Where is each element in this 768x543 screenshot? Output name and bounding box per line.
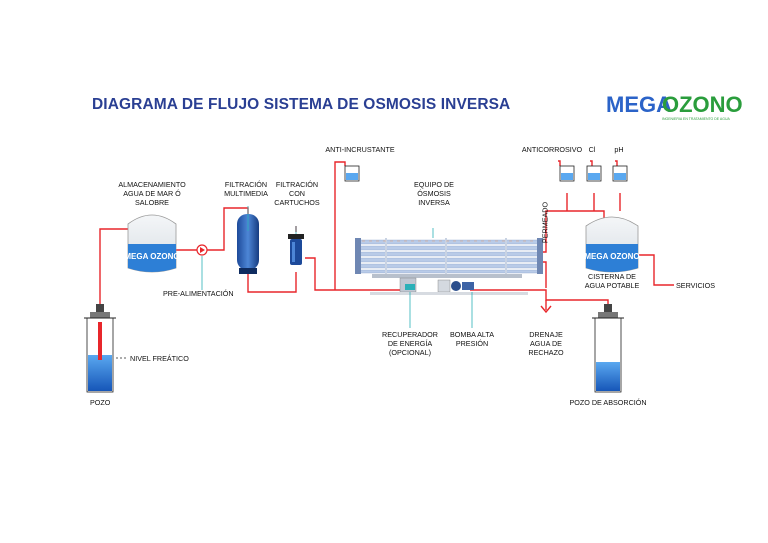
multimedia-filter: [237, 206, 259, 274]
label-high-pressure-pump: BOMBA ALTA PRESIÓN: [449, 330, 495, 348]
label-energy-recovery: RECUPERADOR DE ENERGÍA (OPCIONAL): [382, 330, 438, 357]
pipe-to-services: [638, 254, 674, 286]
label-chlorine: Cl: [588, 145, 596, 154]
drain-arrow: [540, 305, 552, 314]
logo-mega-text: MEGA: [606, 92, 672, 117]
label-permeate: PERMEADO: [540, 201, 550, 244]
pipe-chem-ph-top: [615, 160, 618, 166]
pipe-chem-anti-top: [558, 160, 561, 166]
potable-water-tank: MEGA OZONO: [584, 216, 640, 273]
label-ph: pH: [614, 145, 624, 154]
cartridge-filter: [288, 226, 304, 265]
label-absorption-well: POZO DE ABSORCIÓN: [569, 398, 647, 407]
cistern-logo-text: MEGA OZONO: [584, 252, 639, 261]
logo-tagline: INGENIERIA EN TRATAMIENTO DE AGUA: [662, 117, 730, 121]
diagram-title: DIAGRAMA DE FLUJO SISTEMA DE OSMOSIS INV…: [92, 96, 511, 113]
pipe-well-to-tank: [99, 228, 128, 318]
well: [84, 304, 128, 393]
ph-tank: [612, 165, 628, 182]
label-cartridge-filtration: FILTRACIÓN CON CARTUCHOS: [274, 180, 320, 207]
label-water-table: NIVEL FREÁTICO: [130, 354, 189, 363]
antiscalant-tank: [344, 165, 360, 182]
pre-feed-pump: [196, 244, 208, 290]
pipe-multimedia-to-cartridge: [247, 272, 297, 293]
label-antiscalant: ANTI-INCRUSTANTE: [325, 145, 395, 154]
label-storage: ALMACENAMIENTO AGUA DE MAR Ó SALOBRE: [118, 180, 186, 207]
label-pre-feed: PRE-ALIMENTACIÓN: [163, 289, 234, 298]
logo-ozono-text: OZONO: [662, 92, 743, 117]
megaozono-logo: MEGA OZONO INGENIERIA EN TRATAMIENTO DE …: [606, 92, 743, 128]
label-multimedia-filtration: FILTRACIÓN MULTIMEDIA: [224, 180, 268, 198]
label-well: POZO: [90, 398, 111, 407]
label-potable-cistern: CISTERNA DE AGUA POTABLE: [584, 272, 640, 290]
pipe-cartridge-to-ro: [305, 257, 414, 291]
pipe-permeate: [542, 210, 605, 253]
label-anticorrosive: ANTICORROSIVO: [521, 145, 583, 154]
tank-logo-text: MEGA OZONO: [124, 252, 179, 261]
storage-tank: MEGA OZONO: [124, 214, 180, 273]
anticorrosive-tank: [559, 165, 575, 182]
absorption-well: [592, 304, 624, 393]
label-reject-drain: DRENAJE AGUA DE RECHAZO: [528, 330, 564, 357]
pipe-antiscalant: [334, 161, 346, 290]
label-ro-equipment: EQUIPO DE ÓSMOSIS INVERSA: [414, 180, 454, 207]
label-services: SERVICIOS: [676, 281, 716, 290]
pipe-chem-cl-top: [590, 160, 593, 166]
ro-system: [355, 228, 543, 328]
chlorine-tank: [586, 165, 602, 182]
pipe-ro-reject: [542, 261, 547, 288]
